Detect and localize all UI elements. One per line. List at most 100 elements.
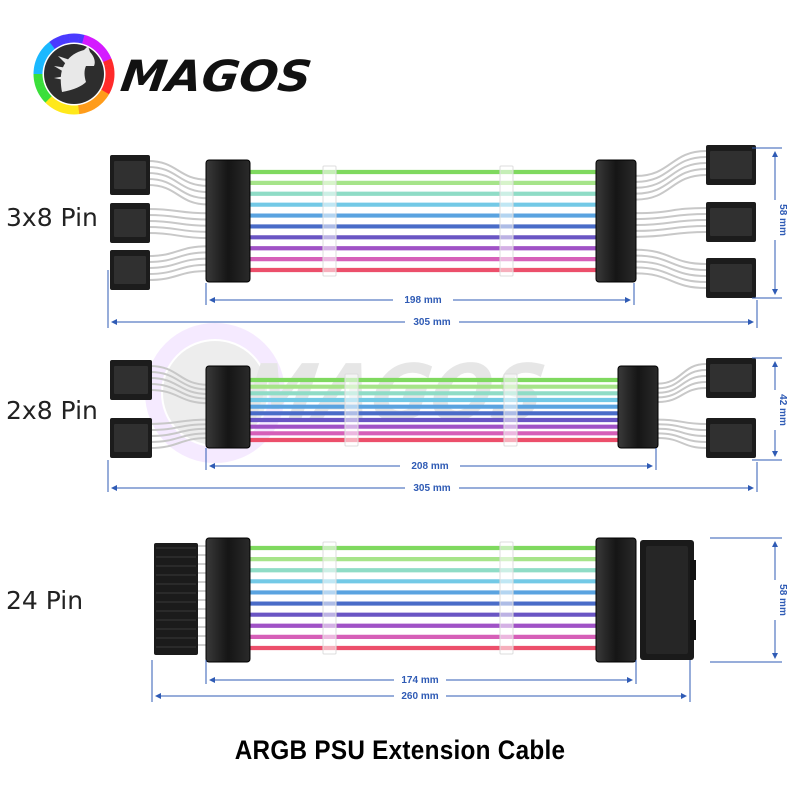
ring-segment [41,45,52,55]
ring-segment [33,77,44,85]
ring-segment [53,36,63,47]
ring-segment [104,78,115,85]
cable-comb [499,165,514,277]
cable-comb [344,373,359,447]
ring-segment [98,89,110,99]
fan-wire [635,248,707,265]
fan-wire [147,160,209,181]
connector-face [114,209,146,237]
cable-comb [322,541,337,655]
fan-wire [635,162,707,189]
fan-wire [635,168,707,195]
fan-wire [635,272,707,289]
fan-wire [635,260,707,277]
ring-segment [63,33,71,44]
connector-face [646,546,688,654]
dim-height-label-3x8: 58 mm [777,204,788,236]
fan-wire [147,214,209,221]
dim-label-bg [769,580,783,620]
fan-wire [635,231,707,238]
connector-face [710,424,752,452]
fan-wire [635,225,707,232]
fan-wire [147,220,209,227]
ring-segment [49,98,59,110]
row-label-2x8: 2x8 Pin [6,396,98,425]
fan-wire [147,208,209,215]
fan-wire [147,166,209,187]
ring-segment [36,53,47,63]
dim-label-bg [394,689,446,702]
dim-inner-label-3x8: 198 mm [404,295,441,306]
row-label-24: 24 Pin [6,586,83,615]
fan-wire [657,432,707,443]
fan-wire [657,427,707,437]
connector-housing [595,159,637,283]
ring-segment [78,33,85,44]
cables-group [110,145,756,663]
fan-wire [657,387,707,403]
fan-wire [149,437,209,449]
ring-segment [77,104,85,115]
ring-segment [103,58,114,67]
connector-latch [690,560,696,580]
ring-segment [98,49,110,59]
ring-segment [89,38,99,50]
ring-segment [58,34,67,45]
connector-housing [617,365,659,449]
brand-name: MAGOS [118,52,315,102]
dim-inner-label-24: 174 mm [401,675,438,686]
fan-wire [147,178,209,200]
ring-segment [36,85,47,95]
dim-label-bg [394,673,446,686]
fan-wire [147,245,209,257]
fan-wire [657,381,707,399]
fan-wire [147,226,209,233]
connector-face [710,208,752,236]
brand-logo: MAGOS [33,33,315,115]
dim-label-bg [769,390,783,430]
fan-wire [657,423,707,431]
fan-wire [147,257,209,269]
fan-wire [635,213,707,221]
ring-segment [104,63,115,71]
ring-segment [93,41,103,52]
ring-segment [34,81,45,90]
ring-segment [85,36,95,47]
connector-housing [205,159,251,283]
connector-face [114,256,146,284]
dim-height-label-24: 58 mm [777,584,788,616]
dim-label-bg [400,459,460,472]
connector-face [710,264,752,292]
fan-wire [149,418,209,425]
ring-segment [102,82,114,90]
dim-label-bg [405,481,459,494]
dim-label-bg [405,315,459,328]
fan-wire [635,156,707,183]
ring-segment [53,101,63,112]
fan-wire [657,363,707,385]
ring-segment [101,53,112,63]
fan-wire [149,427,209,437]
connector-face [710,151,752,179]
fan-wire [635,207,707,215]
fan-wire [149,371,209,391]
connector-housing [205,537,251,663]
fan-wire [147,251,209,263]
connector-housing [595,537,637,663]
fan-wire [657,375,707,394]
fan-wire [149,365,209,386]
dim-inner-label-2x8: 208 mm [411,461,448,472]
product-caption: ARGB PSU Extension Cable [234,735,566,765]
dim-total-label-24: 260 mm [401,691,438,702]
dim-total-label-3x8: 305 mm [413,317,450,328]
ring-segment [58,102,66,114]
ring-segment [101,85,112,95]
fan-wire [149,423,209,431]
ring-segment [81,103,90,114]
fan-wire [657,418,707,425]
row-label-3x8: 3x8 Pin [6,203,98,232]
cable-comb [499,541,514,655]
fan-wire [657,369,707,390]
fan-wire [147,172,209,194]
ring-segment [96,93,107,103]
